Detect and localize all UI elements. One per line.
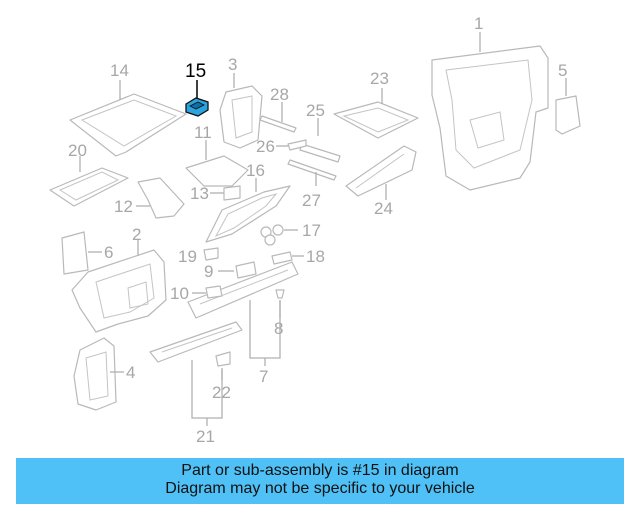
callout-18: 18 (306, 247, 325, 266)
info-banner: Part or sub-assembly is #15 in diagram D… (16, 458, 624, 504)
part-6-side-cover: 6 (61, 231, 113, 275)
part-10-clip: 10 (170, 284, 223, 303)
callout-1: 1 (474, 14, 483, 33)
part-12-bracket: 12 (114, 177, 185, 219)
callout-15: 15 (185, 61, 206, 82)
part-19-clip: 19 (178, 247, 219, 266)
part-4-storage-box: 4 (73, 337, 135, 411)
callout-13: 13 (190, 184, 209, 203)
part-5-cover: 5 (555, 61, 581, 135)
part-17-fastener: 17 (260, 221, 321, 246)
part-13-clip: 13 (190, 184, 241, 203)
callout-10: 10 (170, 284, 189, 303)
part-8-clip: 8 (274, 289, 285, 338)
part-9-hook: 9 (204, 261, 257, 281)
part-2-quarter-trim-left: 2 (71, 225, 167, 333)
callout-3: 3 (228, 55, 237, 74)
part-27-rod: 27 (287, 159, 337, 210)
callout-11: 11 (194, 123, 212, 142)
part-24-jack: 24 (345, 145, 417, 218)
callout-28: 28 (270, 85, 289, 104)
part-16-side-panel: 16 (205, 161, 291, 243)
callout-16: 16 (246, 161, 265, 180)
callout-21: 21 (196, 427, 215, 446)
callout-6: 6 (104, 243, 113, 262)
part-3-bracket: 3 (219, 55, 263, 149)
callout-8: 8 (274, 319, 283, 338)
callout-4: 4 (126, 363, 135, 382)
callout-23: 23 (370, 69, 389, 88)
banner-line-2: Diagram may not be specific to your vehi… (165, 480, 475, 497)
part-11-bracket: 11 (185, 123, 249, 187)
callout-7: 7 (259, 367, 268, 386)
callout-5: 5 (558, 61, 567, 80)
callout-22: 22 (212, 383, 231, 402)
part-1-quarter-trim-right: 1 (431, 14, 549, 191)
part-22-clip: 22 (212, 351, 231, 402)
part-21-tonneau-cover: 21 (149, 321, 243, 446)
callout-14: 14 (110, 61, 129, 80)
part-14-floor-mat: 14 (69, 61, 187, 157)
banner-line-1: Part or sub-assembly is #15 in diagram (181, 462, 459, 479)
part-25-wrench: 25 (299, 101, 341, 163)
part-23-tool-tray: 23 (333, 69, 419, 139)
part-7-sill-plate: 7 (187, 261, 299, 386)
part-18-clip: 18 (271, 247, 325, 266)
callout-2: 2 (132, 225, 141, 244)
callout-26: 26 (256, 137, 275, 156)
part-28-tool: 28 (259, 85, 297, 133)
callout-12: 12 (114, 197, 133, 216)
part-26-handle: 26 (256, 137, 307, 156)
callout-17: 17 (302, 221, 321, 240)
part-20-floor-panel: 20 (49, 141, 129, 207)
callout-24: 24 (374, 199, 393, 218)
callout-27: 27 (302, 191, 321, 210)
part-15-highlighted: 15 (185, 61, 209, 117)
callout-20: 20 (68, 141, 87, 160)
callout-25: 25 (306, 101, 325, 120)
callout-19: 19 (178, 247, 197, 266)
callout-9: 9 (204, 262, 213, 281)
